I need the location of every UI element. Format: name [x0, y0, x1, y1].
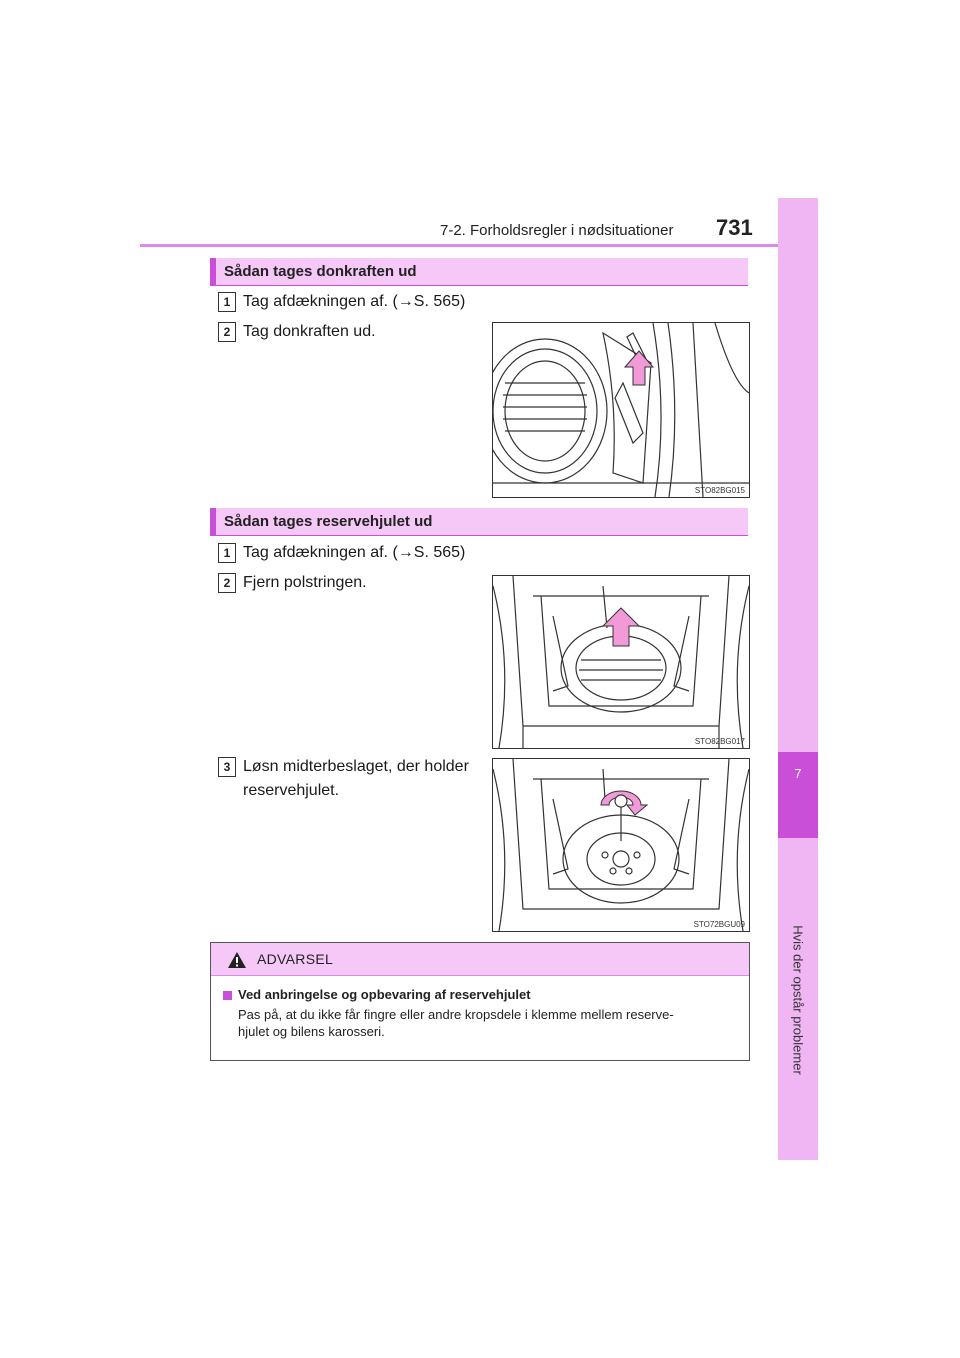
- warning-body-line: Pas på, at du ikke får fingre eller andr…: [238, 1007, 674, 1022]
- page-number: 731: [716, 215, 753, 240]
- chapter-number: 7: [794, 766, 802, 781]
- chapter-tab-marker: [778, 752, 818, 838]
- step-number: 1: [218, 292, 236, 312]
- heading-accent: [210, 508, 216, 535]
- header-rule: [140, 244, 818, 247]
- step-number: 2: [218, 573, 236, 593]
- step-number: 2: [218, 322, 236, 342]
- chapter-side-tab: [778, 198, 818, 1160]
- up-arrow-icon: [601, 607, 641, 647]
- padding-drawing: [493, 576, 749, 748]
- step-text: Løsn midterbeslaget, der holder reserveh…: [243, 755, 469, 803]
- step-text-line: Løsn midterbeslaget, der holder: [243, 758, 469, 775]
- warning-title: ADVARSEL: [257, 951, 334, 967]
- chapter-title: Hvis der opstår problemer: [790, 925, 806, 1075]
- rotate-arrow-icon: [600, 790, 649, 816]
- step-text: Tag afdækningen af. (→S. 565): [243, 544, 466, 561]
- warning-header: ADVARSEL: [211, 943, 749, 976]
- illustration-remove-padding: STO82BG017: [492, 575, 750, 749]
- section-heading-spare-wheel: Sådan tages reservehjulet ud: [210, 508, 748, 536]
- warning-box: ADVARSEL Ved anbringelse og opbevaring a…: [210, 942, 750, 1061]
- step-text: Tag afdækningen af. (→S. 565): [243, 293, 466, 310]
- heading-accent: [210, 258, 216, 285]
- illustration-loosen-bolt: STO72BGU09: [492, 758, 750, 932]
- bolt-drawing: [493, 759, 749, 931]
- jack-drawing: [493, 323, 749, 497]
- step-number: 3: [218, 757, 236, 777]
- header-section-title: 7-2. Forholdsregler i nødsituationer: [440, 222, 674, 239]
- up-arrow-icon: [623, 350, 655, 386]
- step-number: 1: [218, 543, 236, 563]
- section-title: Sådan tages donkraften ud: [224, 263, 417, 280]
- section-title: Sådan tages reservehjulet ud: [224, 513, 433, 530]
- figure-code: STO82BG017: [694, 737, 745, 746]
- step-text: Fjern polstringen.: [243, 574, 367, 591]
- warning-icon: [228, 952, 246, 968]
- step-text: Tag donkraften ud.: [243, 323, 376, 340]
- warning-body: Pas på, at du ikke får fingre eller andr…: [238, 1006, 743, 1040]
- step-text-line: reservehjulet.: [243, 782, 340, 799]
- illustration-jack-removal: STO82BG015: [492, 322, 750, 498]
- figure-code: STO82BG015: [694, 486, 745, 495]
- warning-body-line: hjulet og bilens karosseri.: [238, 1024, 385, 1039]
- section-heading-jack: Sådan tages donkraften ud: [210, 258, 748, 286]
- figure-code: STO72BGU09: [693, 920, 745, 929]
- warning-subtitle: Ved anbringelse og opbevaring af reserve…: [238, 987, 531, 1002]
- bullet-square-icon: [223, 991, 232, 1000]
